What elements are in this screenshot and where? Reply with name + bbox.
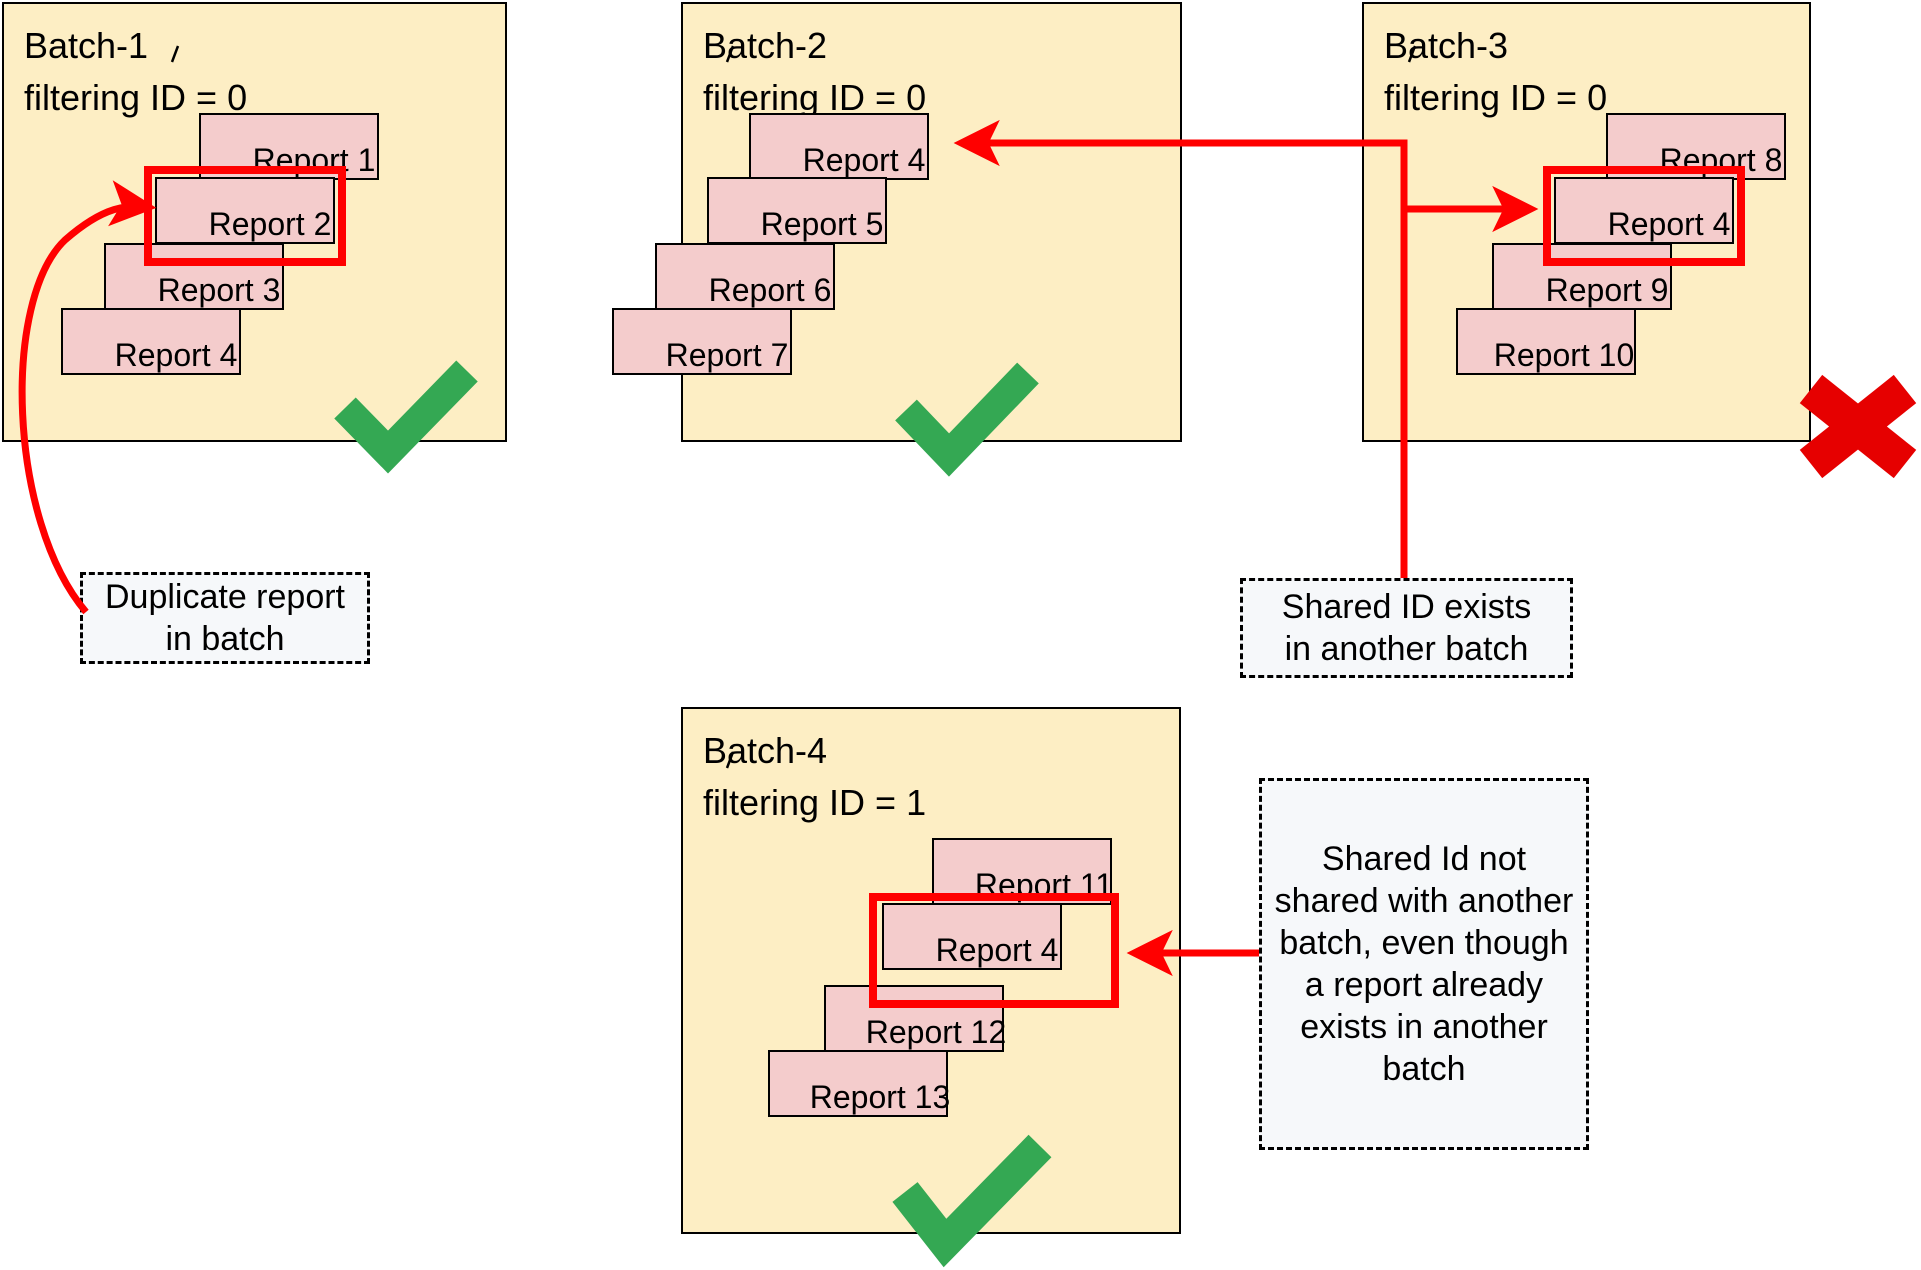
report-card-b4-r2: Report 4 — [882, 903, 1062, 970]
report-card-b2-r3: Report 6 — [655, 243, 835, 310]
batch-title-1: Batch-1 filtering ID = 0 — [24, 25, 248, 118]
report-label: Report 5 — [760, 206, 884, 242]
report-card-b3-r4: Report 10 — [1456, 308, 1636, 375]
report-card-b2-r1: Report 4 — [749, 113, 929, 180]
report-card-b2-r2: Report 5 — [707, 177, 887, 244]
batch-title-3: Batch-3 filtering ID = 0 — [1384, 25, 1608, 118]
report-card-b4-r4: Report 13 — [768, 1050, 951, 1117]
report-label: Report 9 — [1545, 272, 1669, 308]
report-label: Report 4 — [1607, 206, 1731, 242]
duplicate-highlight-box-b4 — [869, 893, 1119, 1008]
callout-text: Shared Id not shared with another batch,… — [1274, 840, 1574, 1088]
callout-shared-id-exists: Shared ID exists in another batch — [1240, 578, 1573, 678]
report-label: Report 7 — [665, 337, 789, 373]
duplicate-highlight-box-b1 — [144, 166, 346, 266]
report-label: Report 13 — [809, 1079, 951, 1115]
callout-duplicate-report: Duplicate report in batch — [80, 572, 370, 664]
report-label: Report 4 — [114, 337, 238, 373]
batch-title-2: Batch-2 filtering ID = 0 — [703, 25, 927, 118]
report-label: Report 3 — [157, 272, 281, 308]
callout-text: Shared ID exists in another batch — [1281, 588, 1532, 668]
batch-title-4: Batch-4 filtering ID = 1 — [703, 730, 927, 823]
report-label: Report 4 — [802, 142, 926, 178]
report-label: Report 2 — [208, 206, 332, 242]
report-card-b1-r2: Report 2 — [155, 177, 335, 244]
report-card-b2-r4: Report 7 — [612, 308, 792, 375]
report-label: Report 6 — [708, 272, 832, 308]
callout-text: Duplicate report in batch — [104, 578, 345, 658]
report-label: Report 12 — [865, 1014, 1007, 1050]
report-card-b1-r4: Report 4 — [61, 308, 241, 375]
callout-shared-id-not-shared: Shared Id not shared with another batch,… — [1259, 778, 1589, 1150]
report-label: Report 10 — [1493, 337, 1635, 373]
red-cross-icon-batch3 — [1799, 374, 1917, 479]
duplicate-highlight-box-b3 — [1543, 166, 1745, 266]
report-label: Report 4 — [935, 932, 1059, 968]
